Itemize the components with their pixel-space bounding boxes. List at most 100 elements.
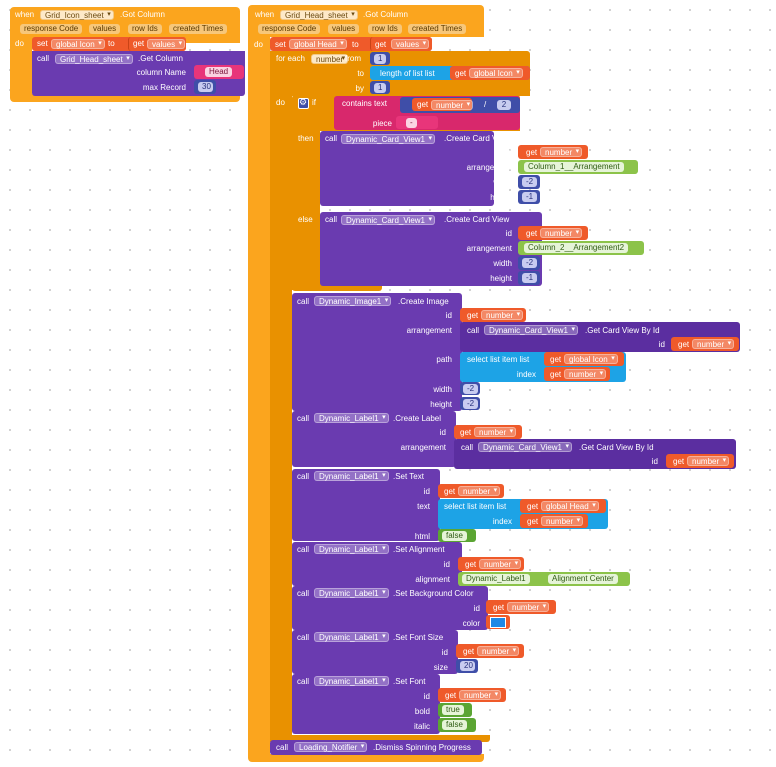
- list-var-dropdown[interactable]: global Icon: [564, 354, 618, 364]
- piece-label: piece: [372, 119, 392, 128]
- id-var-dropdown[interactable]: number: [540, 228, 583, 238]
- id-var-dropdown[interactable]: number: [507, 602, 550, 612]
- column-name-value[interactable]: Head: [205, 67, 233, 77]
- id-label: id: [658, 340, 665, 349]
- height-label: height: [490, 274, 512, 283]
- call-label: call: [297, 589, 310, 598]
- card-component-dropdown[interactable]: Dynamic_Card_View1: [484, 325, 578, 335]
- loop-variable[interactable]: number: [311, 54, 349, 64]
- notifier-component-dropdown[interactable]: Loading_Notifier: [294, 742, 368, 752]
- param-values[interactable]: values: [328, 24, 360, 34]
- call-label: call: [297, 472, 310, 481]
- label-component-dropdown[interactable]: Dynamic_Label1: [314, 676, 389, 686]
- param-response-code[interactable]: response Code: [20, 24, 83, 34]
- from-value[interactable]: 1: [374, 54, 386, 64]
- label-component-dropdown[interactable]: Dynamic_Label1: [314, 471, 389, 481]
- image-component-dropdown[interactable]: Dynamic_Image1: [314, 296, 392, 306]
- label-component-dropdown[interactable]: Dynamic_Label1: [314, 632, 389, 642]
- get-label: get: [444, 487, 456, 496]
- length-of-list-label: length of list list: [380, 69, 435, 78]
- width-value[interactable]: -2: [522, 177, 537, 187]
- width-label: width: [493, 178, 512, 187]
- param-created-times[interactable]: created Times: [408, 24, 467, 34]
- id-var-dropdown[interactable]: number: [458, 486, 501, 496]
- by-label: by: [355, 84, 364, 93]
- component-dropdown[interactable]: Grid_Head_sheet: [280, 10, 358, 20]
- width-value[interactable]: -2: [522, 258, 537, 268]
- image-width-value[interactable]: -2: [463, 384, 478, 394]
- call-label: call: [297, 545, 310, 554]
- italic-value[interactable]: false: [442, 720, 467, 730]
- card-component-dropdown[interactable]: Dynamic_Card_View1: [341, 215, 435, 225]
- size-value[interactable]: 20: [460, 661, 475, 671]
- card-component-dropdown[interactable]: Dynamic_Card_View1: [478, 442, 572, 452]
- param-created-times[interactable]: created Times: [169, 24, 228, 34]
- param-row-ids[interactable]: row Ids: [368, 24, 402, 34]
- text-label: text: [417, 502, 430, 511]
- id-var-dropdown[interactable]: number: [481, 310, 524, 320]
- param-response-code[interactable]: response Code: [258, 24, 321, 34]
- component-dropdown[interactable]: Grid_Icon_sheet: [40, 10, 114, 20]
- get-label: get: [527, 502, 539, 511]
- id-var-dropdown[interactable]: number: [474, 427, 517, 437]
- id-var-dropdown[interactable]: number: [687, 456, 730, 466]
- contains-get-var[interactable]: number: [431, 100, 474, 110]
- bold-value[interactable]: true: [442, 705, 464, 715]
- index-var-dropdown[interactable]: number: [564, 369, 607, 379]
- get-label: get: [526, 229, 538, 238]
- list-var-dropdown[interactable]: global Head: [541, 501, 599, 511]
- id-var-dropdown[interactable]: number: [692, 339, 735, 349]
- alignment-component-value[interactable]: Dynamic_Label1: [462, 574, 530, 584]
- id-var-dropdown[interactable]: number: [540, 147, 583, 157]
- alignment-value[interactable]: Alignment Center: [548, 574, 618, 584]
- width-label: width: [493, 259, 512, 268]
- arrangement-value[interactable]: Column_2__Arrangement2: [524, 243, 629, 253]
- get-label: get: [493, 603, 505, 612]
- call-create-image[interactable]: [292, 293, 462, 411]
- call-component-dropdown[interactable]: Grid_Head_sheet: [55, 54, 133, 64]
- card-component-dropdown[interactable]: Dynamic_Card_View1: [341, 134, 435, 144]
- piece-value[interactable]: -: [406, 118, 417, 128]
- width-label: width: [433, 385, 452, 394]
- get-variable-dropdown[interactable]: values: [391, 39, 430, 49]
- id-var-dropdown[interactable]: number: [459, 690, 502, 700]
- else-label: else: [298, 215, 313, 224]
- height-label: height: [490, 193, 512, 202]
- italic-label: italic: [413, 722, 430, 731]
- variable-dropdown[interactable]: global Icon: [51, 39, 105, 49]
- set-text-method: .Set Text: [393, 472, 424, 481]
- height-value[interactable]: -1: [522, 192, 537, 202]
- get-label: get: [455, 69, 467, 78]
- param-values[interactable]: values: [89, 24, 121, 34]
- variable-dropdown[interactable]: global Head: [289, 39, 347, 49]
- set-label: set: [275, 40, 286, 49]
- select-list-item-label: select list item list: [444, 502, 507, 511]
- event-name: .Got Column: [363, 10, 408, 19]
- image-height-value[interactable]: -2: [463, 399, 478, 409]
- max-record-value[interactable]: 30: [198, 82, 213, 92]
- length-var-dropdown[interactable]: global Icon: [469, 68, 523, 78]
- mutator-gear-icon[interactable]: [298, 97, 309, 109]
- divide-slash: /: [484, 100, 487, 109]
- id-label: id: [505, 148, 512, 157]
- label-component-dropdown[interactable]: Dynamic_Label1: [314, 544, 389, 554]
- call-label: call: [297, 297, 310, 306]
- id-var-dropdown[interactable]: number: [477, 646, 520, 656]
- dismiss-method: .Dismiss Spinning Progress: [373, 743, 471, 752]
- color-swatch[interactable]: [490, 617, 506, 628]
- id-label: id: [445, 311, 452, 320]
- divisor-value[interactable]: 2: [497, 100, 511, 110]
- index-label: index: [492, 517, 512, 526]
- index-var-dropdown[interactable]: number: [541, 516, 584, 526]
- html-value[interactable]: false: [442, 531, 467, 541]
- arrangement-value[interactable]: Column_1__Arrangement: [524, 162, 624, 172]
- color-label: color: [462, 619, 480, 628]
- by-value[interactable]: 1: [374, 83, 386, 93]
- id-var-dropdown[interactable]: number: [479, 559, 522, 569]
- label-component-dropdown[interactable]: Dynamic_Label1: [314, 413, 389, 423]
- get-variable-dropdown[interactable]: values: [147, 39, 186, 49]
- label-component-dropdown[interactable]: Dynamic_Label1: [314, 588, 389, 598]
- height-value[interactable]: -1: [522, 273, 537, 283]
- contains-text-label: contains text: [342, 99, 387, 108]
- param-row-ids[interactable]: row Ids: [128, 24, 162, 34]
